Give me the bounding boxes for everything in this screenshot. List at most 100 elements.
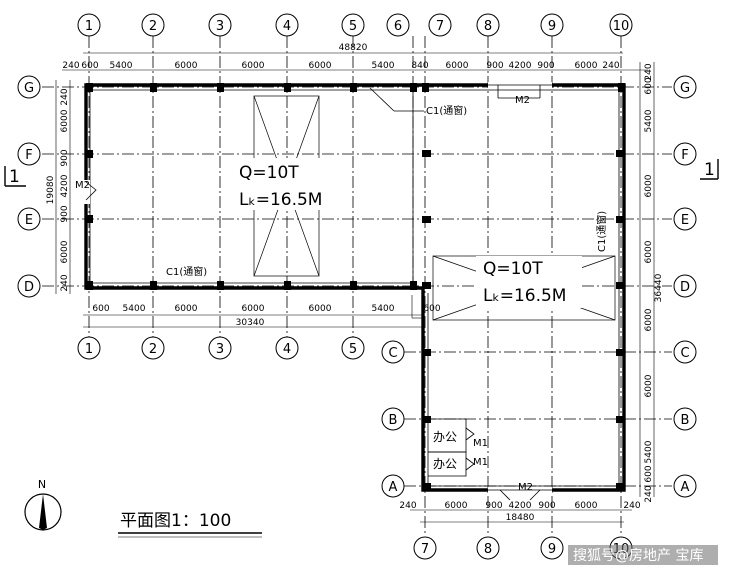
dim-mid-row-5: 5400 bbox=[372, 304, 395, 314]
axis-bubble-top-1: 1 bbox=[77, 13, 101, 37]
m1-door-label-a: M1 bbox=[473, 438, 488, 449]
axis-bubble-left-G: G bbox=[17, 75, 41, 99]
dim-mid-row-2: 6000 bbox=[175, 304, 198, 314]
svg-text:2: 2 bbox=[149, 342, 157, 357]
dim-left-col-3: 4200 bbox=[60, 174, 70, 197]
svg-text:1: 1 bbox=[85, 342, 93, 357]
dim-right-col-9: 240 bbox=[644, 485, 654, 502]
svg-text:G: G bbox=[24, 81, 34, 96]
svg-text:8: 8 bbox=[484, 542, 492, 557]
svg-text:1: 1 bbox=[704, 160, 715, 180]
svg-text:B: B bbox=[389, 413, 398, 428]
axis-bubble-mid-4: 4 bbox=[275, 336, 299, 360]
svg-text:5: 5 bbox=[349, 342, 357, 357]
svg-text:10: 10 bbox=[613, 19, 630, 34]
title-text: 平面图1：100 bbox=[120, 511, 231, 531]
svg-text:6: 6 bbox=[394, 19, 402, 34]
section-mark-right: 1 bbox=[700, 159, 719, 180]
dim-left-total: 19080 bbox=[46, 175, 56, 204]
svg-text:C: C bbox=[680, 346, 689, 361]
crane-left: Q=10T Lₖ=16.5M bbox=[232, 95, 344, 277]
drawing-title: 平面图1：100 bbox=[118, 511, 262, 538]
dim-right-col-0: 240 bbox=[644, 63, 654, 80]
dim-top-row-3: 6000 bbox=[175, 61, 198, 71]
crane2-capacity: Q=10T bbox=[483, 259, 543, 279]
dim-right-col-1: 600 bbox=[644, 77, 654, 94]
svg-text:F: F bbox=[25, 148, 32, 163]
dim-mid-total: 30340 bbox=[236, 318, 265, 328]
dim-top-row-1: 600 bbox=[81, 61, 98, 71]
dim-right-col-2: 5400 bbox=[644, 109, 654, 132]
svg-text:9: 9 bbox=[548, 542, 556, 557]
svg-text:7: 7 bbox=[421, 542, 429, 557]
svg-text:3: 3 bbox=[216, 342, 224, 357]
svg-text:9: 9 bbox=[548, 19, 556, 34]
dim-left-col-5: 6000 bbox=[60, 240, 70, 263]
svg-text:A: A bbox=[681, 480, 690, 495]
dim-top-row-10: 4200 bbox=[509, 61, 532, 71]
dim-bottom-total: 18480 bbox=[506, 513, 535, 523]
c1-window-label-mid: C1(通窗) bbox=[166, 265, 207, 278]
dim-left-col-1: 6000 bbox=[60, 109, 70, 132]
dim-mid-row-3: 6000 bbox=[242, 304, 265, 314]
svg-text:C: C bbox=[388, 346, 397, 361]
north-arrow: N bbox=[24, 478, 62, 531]
svg-text:7: 7 bbox=[436, 19, 444, 34]
axis-bubble-right-G: G bbox=[673, 75, 697, 99]
axis-bubble-top-8: 8 bbox=[476, 13, 500, 37]
svg-text:8: 8 bbox=[484, 19, 492, 34]
m2-door-label-top: M2 bbox=[515, 95, 530, 106]
dim-bottom-row-4: 900 bbox=[538, 501, 555, 511]
dim-bottom-row-2: 900 bbox=[485, 501, 502, 511]
dim-right-col-7: 5400 bbox=[644, 440, 654, 463]
dim-right-col-6: 6000 bbox=[644, 374, 654, 397]
dim-right-col-3: 6000 bbox=[644, 174, 654, 197]
dim-mid-row-6: 600 bbox=[423, 304, 440, 314]
dim-left-col-4: 900 bbox=[60, 205, 70, 222]
axis-bubble-left-F: F bbox=[17, 142, 41, 166]
svg-text:F: F bbox=[681, 148, 688, 163]
crane1-capacity: Q=10T bbox=[239, 163, 299, 183]
c1-window-label-top: C1(通窗) bbox=[426, 104, 467, 117]
dim-top-row-7: 840 bbox=[411, 61, 428, 71]
dim-top-row-9: 900 bbox=[486, 61, 503, 71]
axis-bubbles: 1 2 3 4 5 6 7 8 9 10 G F E D G F E D C B… bbox=[17, 13, 697, 560]
axis-bubble-right-D: D bbox=[673, 274, 697, 298]
axis-bubble-bottom-7: 7 bbox=[413, 536, 437, 560]
dim-mid-row-1: 5400 bbox=[123, 304, 146, 314]
dim-right-col-8: 600 bbox=[644, 465, 654, 482]
m2-door-label-left: M2 bbox=[75, 180, 90, 191]
axis-bubble-right-F: F bbox=[673, 142, 697, 166]
axis-bubble-top-7: 7 bbox=[428, 13, 452, 37]
dim-bottom-row-0: 240 bbox=[399, 501, 416, 511]
axis-bubble-top-4: 4 bbox=[275, 13, 299, 37]
axis-bubble-top-6: 6 bbox=[386, 13, 410, 37]
dim-right-col-4: 6000 bbox=[644, 240, 654, 263]
axis-bubble-mid-5: 5 bbox=[341, 336, 365, 360]
columns bbox=[86, 83, 625, 490]
svg-text:B: B bbox=[681, 413, 690, 428]
office-rooms bbox=[428, 418, 475, 477]
svg-text:1: 1 bbox=[9, 167, 20, 187]
axis-bubble-top-9: 9 bbox=[540, 13, 564, 37]
m2-door-label-bottom: M2 bbox=[518, 482, 533, 493]
svg-text:A: A bbox=[389, 480, 398, 495]
svg-text:5: 5 bbox=[349, 19, 357, 34]
dim-left-col-0: 240 bbox=[60, 88, 70, 105]
axis-bubble-bottom-8: 8 bbox=[476, 536, 500, 560]
m1-door-label-b: M1 bbox=[473, 457, 488, 468]
axis-bubble-top-3: 3 bbox=[208, 13, 232, 37]
north-label: N bbox=[38, 478, 46, 491]
section-mark-left: 1 bbox=[4, 166, 26, 187]
dim-top-row-11: 900 bbox=[537, 61, 554, 71]
dim-left-col-6: 240 bbox=[60, 274, 70, 291]
crane2-span: Lₖ=16.5M bbox=[483, 286, 566, 306]
office-label-2: 办公 bbox=[433, 456, 457, 471]
crane-right: Q=10T Lₖ=16.5M bbox=[432, 255, 616, 321]
watermark: 搜狐号@房地产 宝库 bbox=[568, 545, 718, 565]
dim-top-row-13: 240 bbox=[602, 61, 619, 71]
axis-bubble-right-C: C bbox=[673, 340, 697, 364]
svg-text:3: 3 bbox=[216, 19, 224, 34]
